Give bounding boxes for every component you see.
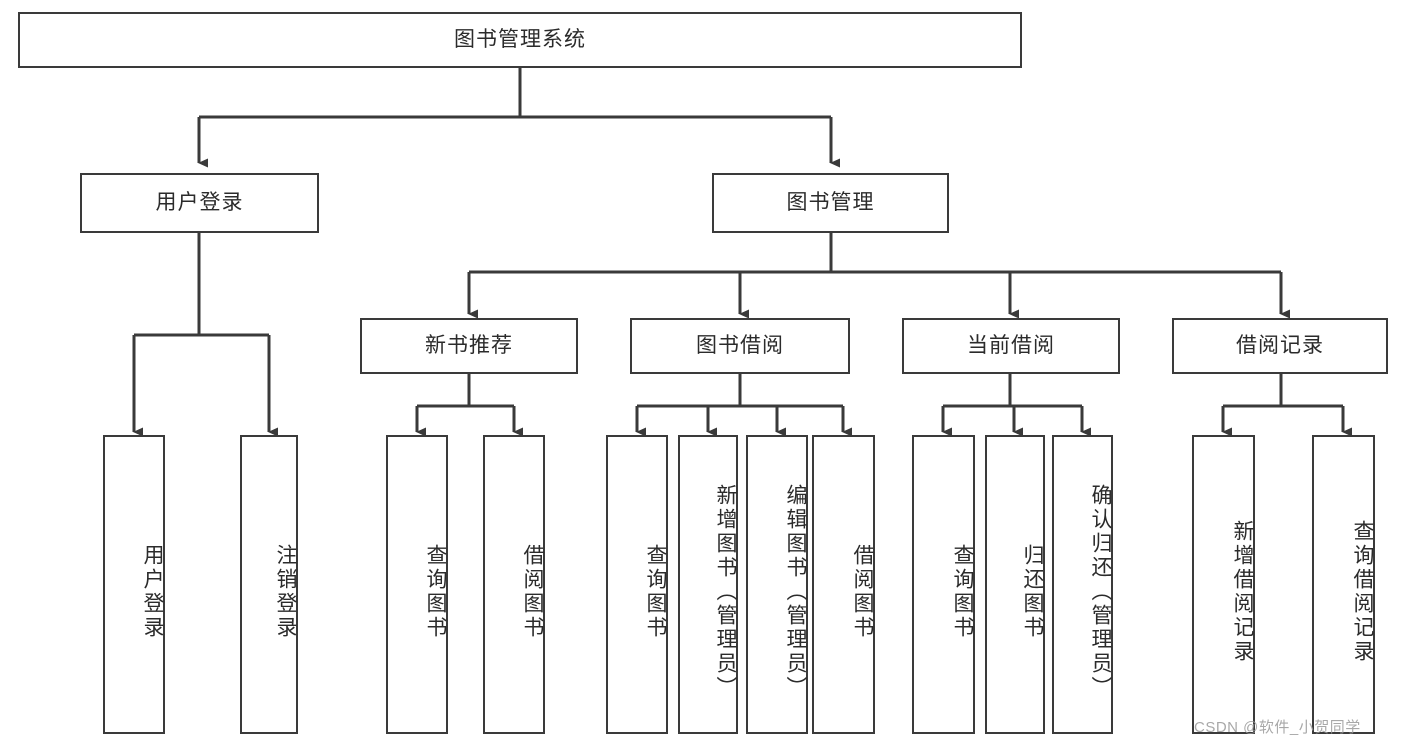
node-root[interactable]: 图书管理系统 (18, 12, 1022, 68)
leaf-add-borrow-record-label: 新增借阅记录 (1231, 519, 1254, 664)
leaf-query-borrow-record[interactable]: 查询借阅记录 (1312, 435, 1375, 734)
leaf-return-book[interactable]: 归还图书 (985, 435, 1045, 734)
leaf-query-book-borrow-label: 查询图书 (644, 543, 667, 640)
leaf-query-book-current-label: 查询图书 (951, 543, 974, 640)
leaf-query-book-borrow[interactable]: 查询图书 (606, 435, 668, 734)
node-book-management-label: 图书管理 (786, 191, 875, 215)
node-borrow-record[interactable]: 借阅记录 (1172, 318, 1388, 374)
csdn-watermark: CSDN @软件_小贺同学 (1194, 719, 1361, 736)
leaf-lend-book-label: 借阅图书 (851, 543, 874, 640)
leaf-confirm-return-admin[interactable]: 确认归还（管理员） (1052, 435, 1113, 734)
leaf-edit-book-admin[interactable]: 编辑图书（管理员） (746, 435, 808, 734)
leaf-add-book-admin-label: 新增图书（管理员） (714, 483, 737, 700)
leaf-return-book-label: 归还图书 (1021, 543, 1044, 640)
leaf-query-borrow-record-label: 查询借阅记录 (1351, 519, 1374, 664)
node-user-login[interactable]: 用户登录 (80, 173, 319, 233)
node-current-borrow[interactable]: 当前借阅 (902, 318, 1120, 374)
node-current-borrow-label: 当前借阅 (967, 334, 1055, 358)
leaf-query-book-current[interactable]: 查询图书 (912, 435, 975, 734)
leaf-query-book-newbook[interactable]: 查询图书 (386, 435, 448, 734)
node-new-book-recommend[interactable]: 新书推荐 (360, 318, 578, 374)
leaf-logout-label: 注销登录 (274, 543, 297, 640)
leaf-logout[interactable]: 注销登录 (240, 435, 298, 734)
node-user-login-label: 用户登录 (155, 191, 244, 215)
leaf-borrow-book-newbook[interactable]: 借阅图书 (483, 435, 545, 734)
leaf-add-book-admin[interactable]: 新增图书（管理员） (678, 435, 738, 734)
leaf-add-borrow-record[interactable]: 新增借阅记录 (1192, 435, 1255, 734)
node-root-label: 图书管理系统 (454, 28, 586, 52)
leaf-confirm-return-admin-label: 确认归还（管理员） (1089, 483, 1112, 700)
leaf-edit-book-admin-label: 编辑图书（管理员） (784, 483, 807, 700)
leaf-borrow-book-newbook-label: 借阅图书 (521, 543, 544, 640)
leaf-query-book-newbook-label: 查询图书 (424, 543, 447, 640)
leaf-lend-book[interactable]: 借阅图书 (812, 435, 875, 734)
node-new-book-recommend-label: 新书推荐 (425, 334, 513, 358)
node-borrow-record-label: 借阅记录 (1236, 334, 1324, 358)
leaf-user-login-label: 用户登录 (141, 543, 164, 640)
node-book-borrow-label: 图书借阅 (696, 334, 784, 358)
leaf-user-login[interactable]: 用户登录 (103, 435, 165, 734)
node-book-borrow[interactable]: 图书借阅 (630, 318, 850, 374)
node-book-management[interactable]: 图书管理 (712, 173, 949, 233)
